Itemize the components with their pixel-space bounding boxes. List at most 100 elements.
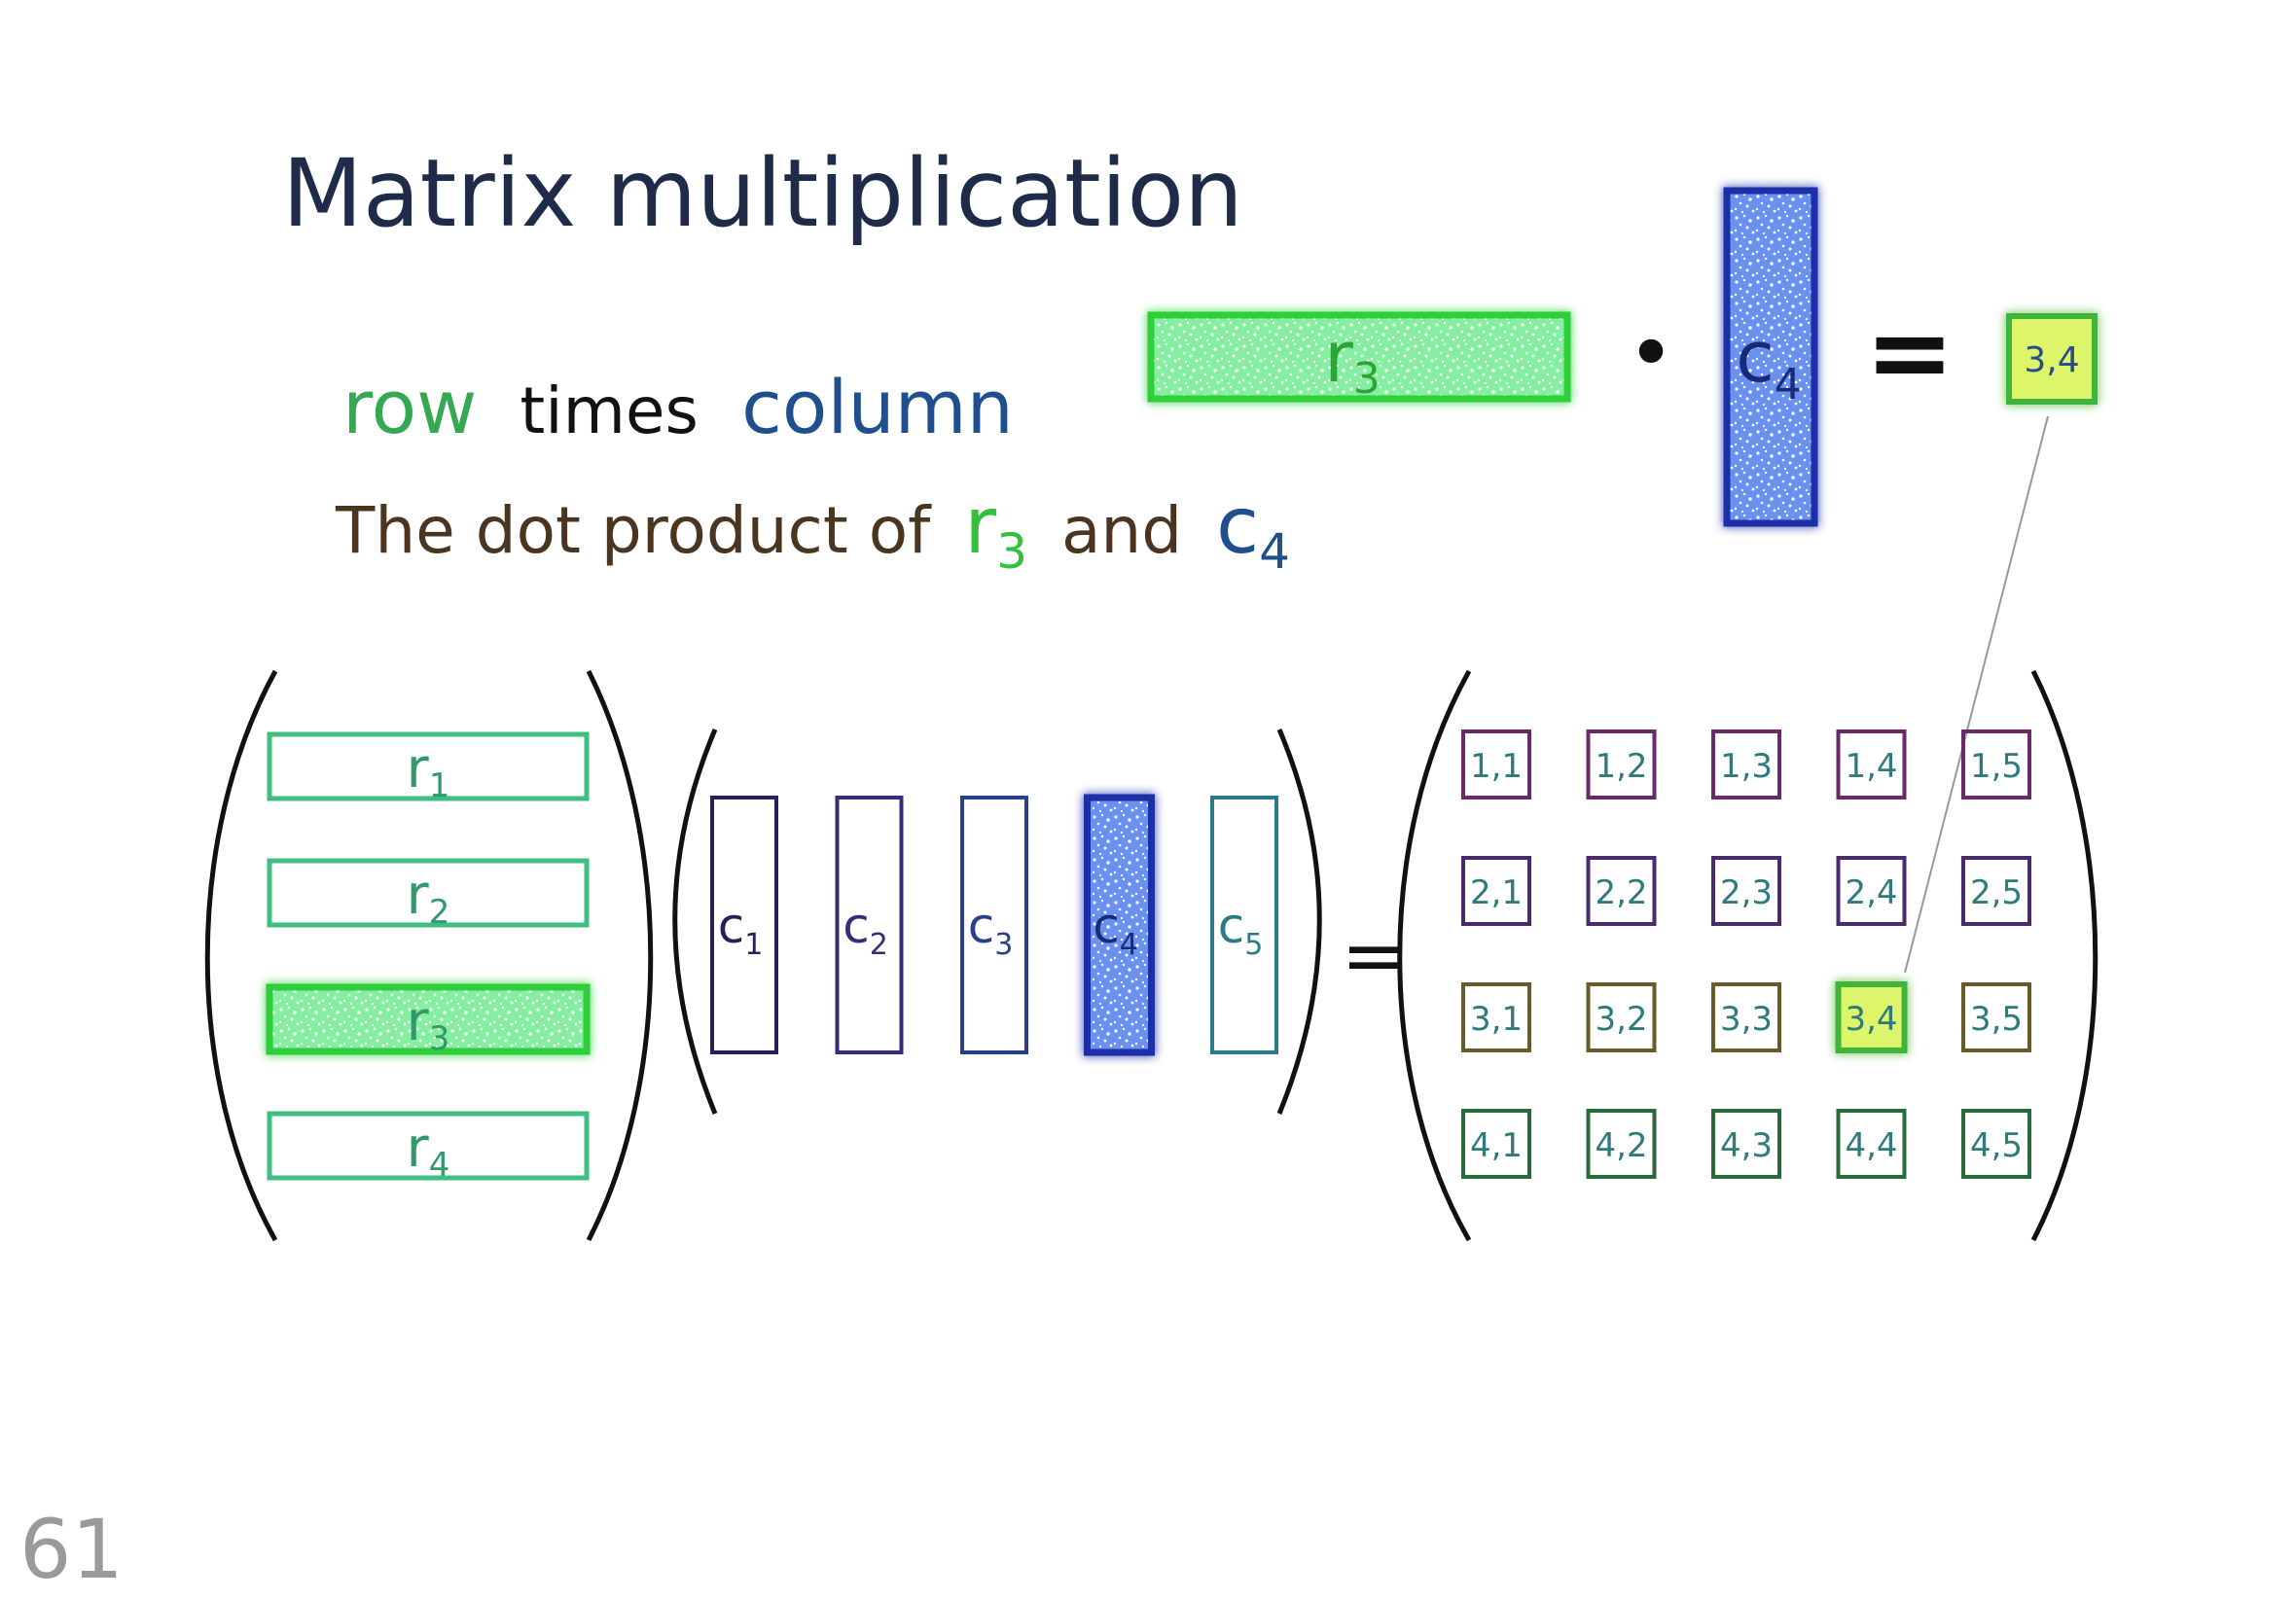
equation-row-bar (1147, 311, 1571, 403)
equation-result-cell (2006, 313, 2098, 405)
row-vector-2: r2 (267, 858, 590, 932)
column-vector-label: c3 (968, 898, 1014, 962)
row-vector-box (267, 731, 590, 801)
result-cell-1-2: 1,2 (1586, 729, 1657, 800)
result-cell-4-2: 4,2 (1586, 1109, 1657, 1179)
column-vector-3: c3 (960, 796, 1028, 1054)
column-vector-box (1210, 796, 1278, 1054)
result-cell-label: 2,1 (1470, 873, 1523, 912)
column-vector-box (835, 796, 904, 1054)
caption-col-name: c (1216, 480, 1259, 571)
result-cell-label: 4,4 (1845, 1126, 1897, 1165)
result-cell-1-5: 1,5 (1961, 729, 2031, 800)
result-cell-box (1961, 982, 2031, 1052)
equation-result-label: 3,4 (2024, 340, 2079, 380)
row-vector-box (267, 1111, 590, 1181)
column-vector-label: c1 (718, 898, 764, 962)
result-cell-label: 2,4 (1845, 873, 1897, 912)
result-cell-box (1461, 856, 1531, 926)
result-cell-3-5: 3,5 (1961, 982, 2031, 1052)
dot-operator: • (1627, 305, 1675, 401)
equation-row-label: r3 (1324, 316, 1381, 404)
row-vector-label: r3 (407, 990, 450, 1058)
subtitle: row times column (342, 364, 1014, 450)
result-cell-label: 1,2 (1595, 747, 1647, 786)
result-cell-box (1836, 729, 1907, 800)
result-cell-3-1: 3,1 (1461, 982, 1531, 1052)
result-cell-label: 3,1 (1470, 1000, 1523, 1039)
result-cell-label: 2,2 (1595, 873, 1647, 912)
result-cell-box (1461, 1109, 1531, 1179)
result-cell-3-2: 3,2 (1586, 982, 1657, 1052)
result-cell-1-3: 1,3 (1711, 729, 1781, 800)
column-vector-4: c4 (1084, 794, 1155, 1056)
row-matrix-left-bracket (204, 669, 278, 1242)
caption-col-subscript: 4 (1259, 523, 1290, 580)
result-cell-4-4: 4,4 (1836, 1109, 1907, 1179)
result-cell-box (1586, 856, 1657, 926)
result-cell-box (1836, 856, 1907, 926)
result-cell-box (1586, 982, 1657, 1052)
result-cell-1-4: 1,4 (1836, 729, 1907, 800)
row-matrix-right-bracket (586, 669, 654, 1242)
column-vector-box (710, 796, 778, 1054)
column-vector-1: c1 (710, 796, 778, 1054)
equals-operator: = (1865, 290, 1955, 414)
result-cell-box (1711, 729, 1781, 800)
column-matrix-right-bracket (1276, 728, 1322, 1115)
page-title: Matrix multiplication (282, 139, 1243, 248)
result-cell-box (1836, 1109, 1907, 1179)
subtitle-row-word: row (342, 364, 477, 450)
row-vector-4: r4 (267, 1111, 590, 1185)
subtitle-column-word: column (741, 364, 1014, 450)
row-vector-box (267, 858, 590, 928)
result-cell-box (1586, 1109, 1657, 1179)
dot-product-equation: r3 • c4 = 3,4 (1147, 187, 2098, 527)
result-matrix-right-bracket (2030, 669, 2099, 1242)
result-cell-3-3: 3,3 (1711, 982, 1781, 1052)
row-vector-1: r1 (267, 731, 590, 805)
row-vector-box (266, 983, 591, 1055)
result-cell-label: 4,3 (1720, 1126, 1773, 1165)
column-matrix-left-bracket (672, 728, 718, 1115)
result-cell-label: 2,5 (1970, 873, 2023, 912)
result-cell-label: 4,5 (1970, 1126, 2023, 1165)
connector-line (1904, 415, 2049, 974)
matrix-equals-sign: = (1341, 910, 1406, 1001)
caption-row-subscript: 3 (996, 523, 1027, 580)
result-cell-box (1711, 1109, 1781, 1179)
result-cell-label: 1,3 (1720, 747, 1773, 786)
result-cell-4-3: 4,3 (1711, 1109, 1781, 1179)
row-vector-label: r2 (407, 864, 450, 932)
row-vector-label: r1 (407, 737, 450, 805)
equation-column-bar (1723, 187, 1818, 527)
column-vector-2: c2 (835, 796, 904, 1054)
result-cell-label: 1,4 (1845, 747, 1897, 786)
equation-column-label: c4 (1736, 316, 1802, 409)
result-matrix-left-bracket (1397, 669, 1472, 1242)
result-cell-3-4: 3,4 (1835, 981, 1908, 1053)
result-cell-label: 2,3 (1720, 873, 1773, 912)
result-cell-label: 3,5 (1970, 1000, 2023, 1039)
caption-prefix: The dot product of (335, 493, 932, 568)
result-cell-label: 3,3 (1720, 1000, 1773, 1039)
result-cell-2-3: 2,3 (1711, 856, 1781, 926)
result-cell-box (1961, 1109, 2031, 1179)
result-cell-box (1961, 729, 2031, 800)
column-vector-label: c2 (843, 898, 888, 962)
subtitle-times-word: times (520, 373, 699, 448)
result-cell-box (1711, 982, 1781, 1052)
result-cell-label: 1,5 (1970, 747, 2023, 786)
result-cell-2-2: 2,2 (1586, 856, 1657, 926)
column-vector-box (960, 796, 1028, 1054)
result-cell-2-4: 2,4 (1836, 856, 1907, 926)
column-vector-5: c5 (1210, 796, 1278, 1054)
result-cell-label: 4,2 (1595, 1126, 1647, 1165)
column-vector-box (1084, 794, 1155, 1056)
row-vector-label: r4 (407, 1117, 450, 1185)
result-cell-box (1461, 729, 1531, 800)
caption-and-word: and (1061, 493, 1182, 568)
